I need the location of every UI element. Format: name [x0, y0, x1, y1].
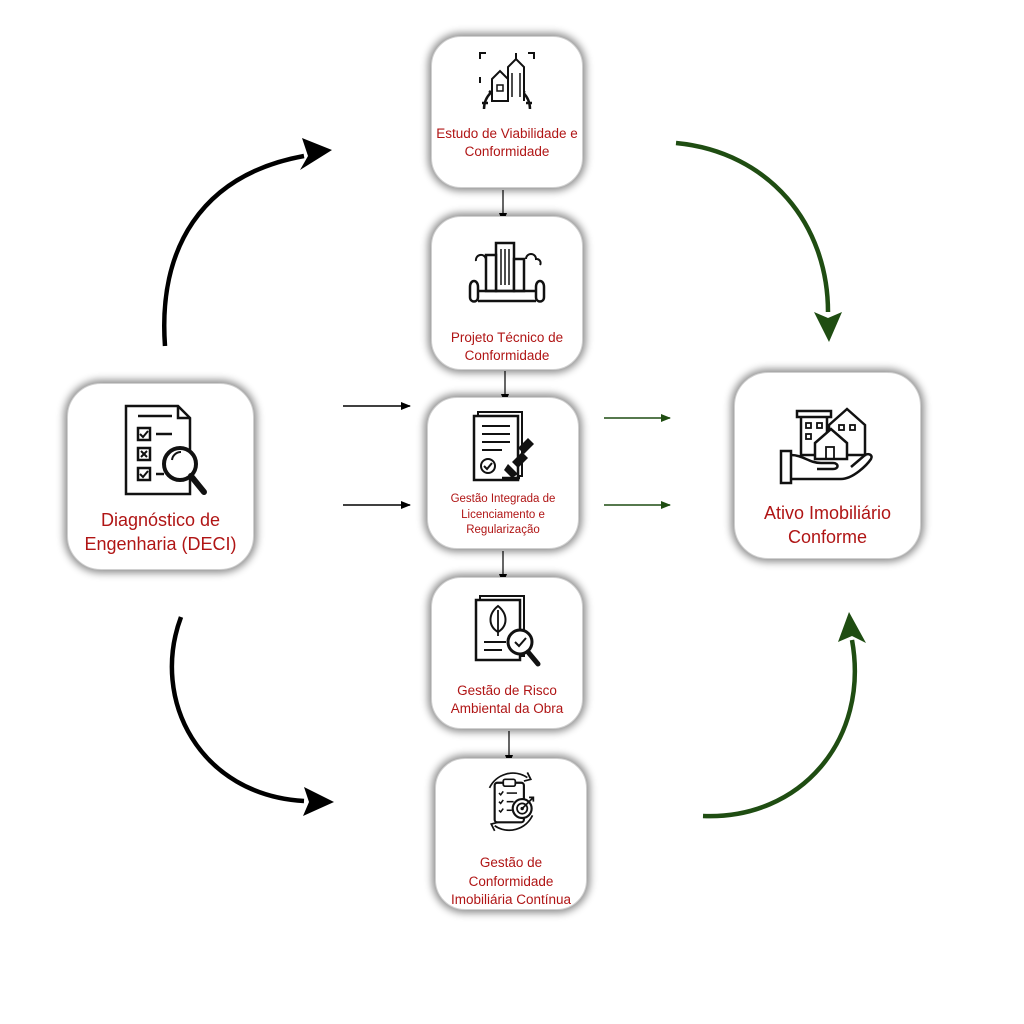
step-5-line1: Gestão de Conformidade: [468, 855, 554, 889]
step-5-line2: Imobiliária Contínua: [450, 891, 572, 907]
card-estudo-viabilidade: Estudo de Viabilidade e Conformidade: [431, 36, 583, 188]
step-4-line1: Gestão de Risco: [457, 683, 557, 698]
step-1-line2: Conformidade: [464, 144, 550, 160]
card-diagnostico: Diagnóstico de Engenharia (DECI): [67, 383, 254, 570]
card-gestao-conformidade: Gestão de Conformidade Imobiliária Contí…: [435, 758, 587, 910]
arc-arrow-deci-to-top: [162, 153, 305, 347]
deci-label-line1: Diagnóstico de: [100, 510, 221, 530]
clipboard-target-cycle-icon: [488, 772, 535, 832]
step-3-line3: Regularização: [466, 524, 540, 537]
arc-arrow-bottom-to-ativo: [702, 639, 858, 819]
step-3-line2: Licenciamento e: [461, 508, 545, 521]
step-1-line1: Estudo de Viabilidade e: [436, 126, 578, 141]
card-projeto-tecnico: Projeto Técnico de Conformidade: [431, 216, 583, 370]
card-gestao-risco: Gestão de Risco Ambiental da Obra: [431, 577, 583, 729]
building-gear-icon: [479, 52, 535, 110]
card-ativo-imobiliario: Ativo Imobiliário Conforme: [734, 372, 921, 559]
leaf-document-magnifier-icon: [474, 595, 541, 667]
card-gestao-licenciamento: Gestão Integrada de Licenciamento e Regu…: [427, 397, 579, 549]
step-2-line2: Conformidade: [464, 348, 550, 364]
building-blueprint-icon: [468, 241, 546, 303]
arc-arrow-head-ativo-bottom: [838, 612, 866, 643]
arc-arrow-deci-to-bottom: [169, 616, 305, 804]
deci-label-line2: Engenharia (DECI): [84, 534, 237, 555]
step-4-line2: Ambiental da Obra: [450, 701, 564, 717]
arc-arrow-head-bottom: [303, 787, 334, 816]
ativo-label-line1: Ativo Imobiliário: [763, 503, 892, 523]
arc-arrow-top-to-ativo: [675, 140, 831, 313]
checklist-magnifier-icon: [124, 404, 207, 496]
arc-arrow-head-top: [300, 138, 332, 170]
arc-arrow-head-ativo-top: [814, 312, 842, 342]
step-3-line1: Gestão Integrada de: [450, 493, 556, 505]
ativo-label-line2: Conforme: [787, 527, 868, 548]
step-2-line1: Projeto Técnico de: [450, 330, 564, 345]
document-stamp-icon: [472, 411, 534, 482]
house-in-hand-icon: [779, 407, 873, 485]
